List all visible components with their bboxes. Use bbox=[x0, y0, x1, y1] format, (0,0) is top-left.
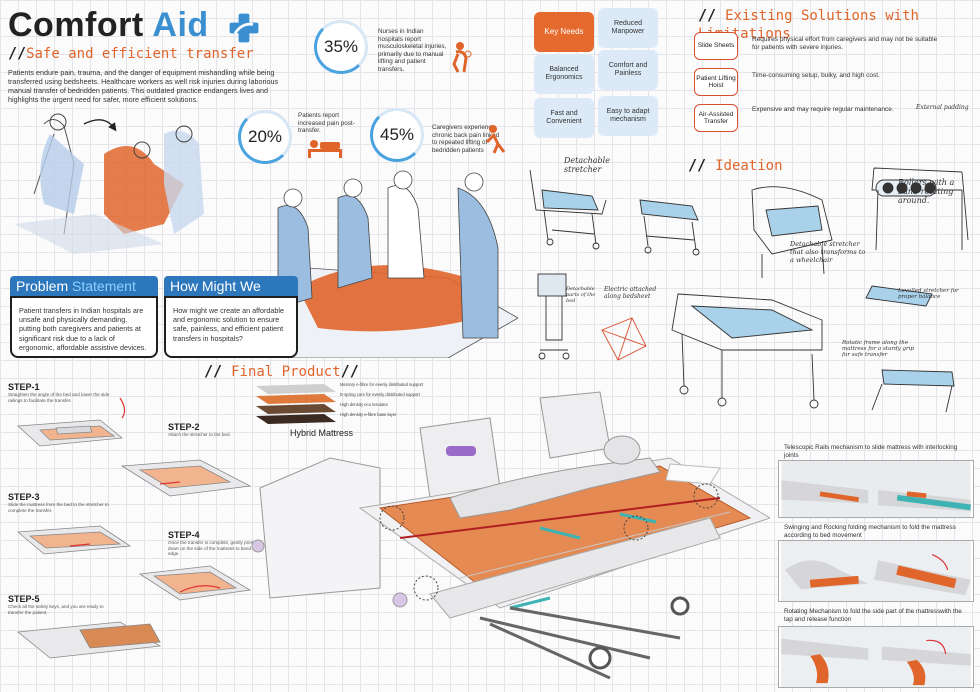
step-1-text: Straighten the angle of the bed and lowe… bbox=[8, 392, 110, 403]
problem-title-statement: Statement bbox=[72, 278, 136, 294]
final-prefix: // bbox=[204, 362, 223, 380]
ideation-prefix: // bbox=[688, 156, 707, 174]
subtitle-text: Safe and efficient transfer bbox=[26, 46, 254, 62]
hmw-text: How might we create an affordable and er… bbox=[164, 296, 298, 358]
final-suffix: // bbox=[340, 362, 359, 380]
ideation-title: Ideation bbox=[715, 158, 783, 174]
problem-text: Patient transfers in Indian hospitals ar… bbox=[10, 296, 158, 358]
final-product-heading: // Final Product// bbox=[204, 362, 359, 380]
need-reduced-manpower: Reduced Manpower bbox=[598, 8, 658, 48]
mattress-layer-shape bbox=[256, 384, 336, 394]
callout-rotating-mechanism: Rotating Mechanism to fold the side part… bbox=[784, 608, 962, 623]
stat-circle-35: 35% bbox=[314, 20, 368, 74]
stat-text-45: Caregivers experience chronic back pain … bbox=[432, 124, 500, 154]
stat-text-20: Patients report increased pain post-tran… bbox=[298, 112, 355, 134]
ideation-note-wheelchair: Detachable stretcher that also transform… bbox=[790, 240, 866, 264]
mattress-layer-shape bbox=[256, 394, 336, 404]
hybrid-mattress-label: Hybrid Mattress bbox=[290, 428, 354, 438]
step-1-label: STEP-1 bbox=[8, 382, 40, 392]
back-pain-nurse-icon bbox=[452, 42, 472, 73]
mattress-layer-4: High density e-fibre base layer bbox=[340, 412, 397, 417]
mattress-layer-shape bbox=[256, 414, 336, 424]
solution-slide-sheets: Slide Sheets bbox=[694, 32, 738, 60]
step-5-label: STEP-5 bbox=[8, 594, 40, 604]
mattress-layers-graphic bbox=[256, 384, 336, 424]
problem-title: Problem bbox=[16, 278, 69, 294]
comfort-aid-product-render bbox=[251, 391, 770, 680]
ideation-sketches bbox=[529, 167, 969, 413]
ideation-note-electric: Electric attached along bedsheet bbox=[604, 286, 657, 300]
medical-cross-logo-icon bbox=[229, 13, 259, 43]
caregiver-back-pain-icon bbox=[485, 125, 506, 154]
nurses-transfer-sketch bbox=[14, 113, 204, 254]
subtitle: //Safe and efficient transfer bbox=[8, 44, 254, 62]
ideation-note-levelled-stretcher: Levelled stretcher for proper balance bbox=[898, 288, 959, 300]
step-3-label: STEP-3 bbox=[8, 492, 40, 502]
stat-text-35: Nurses in Indian hospitals report muscul… bbox=[378, 28, 447, 73]
step-2-label: STEP-2 bbox=[168, 422, 200, 432]
swinging-rocking-detail bbox=[778, 540, 974, 602]
ideation-note-rollers: Rollers with a band rotating around. bbox=[898, 178, 955, 205]
solution-air-assisted-text: Expensive and may require regular mainte… bbox=[752, 106, 894, 113]
ideation-note-detachable-stretcher: Detachable stretcher bbox=[564, 156, 610, 174]
problem-statement-card: Problem Statement Patient transfers in I… bbox=[10, 276, 158, 358]
step-4-text: Once the transfer is complete, gently pr… bbox=[168, 540, 257, 557]
existing-solutions-heading: // Existing Solutions with Limitations bbox=[698, 6, 980, 42]
step-2-text: Attach the stretcher to the bed. bbox=[168, 432, 231, 437]
solution-lifting-hoist: Patient Lifting Hoist bbox=[694, 68, 738, 96]
key-needs-title: Key Needs bbox=[534, 12, 594, 52]
title-aid: Aid bbox=[152, 6, 209, 44]
step-illustrations bbox=[16, 397, 252, 659]
need-balanced-ergonomics: Balanced Ergonomics bbox=[534, 54, 594, 94]
final-title: Final Product bbox=[231, 364, 341, 380]
title-comfort: Comfort bbox=[8, 6, 144, 44]
need-comfort-painless: Comfort and Painless bbox=[598, 50, 658, 90]
ideation-note-rotatic-frame: Rotatic frame along the mattress for a s… bbox=[842, 340, 914, 358]
existing-prefix: // bbox=[698, 6, 717, 24]
need-fast-convenient: Fast and Convenient bbox=[534, 98, 594, 138]
callout-swinging-rocking: Swinging and Rocking folding mechanism t… bbox=[784, 524, 956, 539]
ideation-note-external-padding: External padding bbox=[916, 104, 969, 111]
need-easy-adapt: Easy to adapt mechanism bbox=[598, 96, 658, 136]
mattress-layer-3: High density eco insulator bbox=[340, 402, 388, 407]
subtitle-prefix: // bbox=[8, 44, 27, 62]
app-title: Comfort Aid bbox=[8, 6, 209, 45]
step-3-text: Slide the mattress from the bed to the s… bbox=[8, 502, 109, 513]
caregivers-bedsheet-sketch bbox=[248, 170, 518, 358]
stat-circle-45: 45% bbox=[370, 108, 424, 162]
mattress-layer-shape bbox=[256, 404, 336, 414]
step-5-text: Check all the safety keys, and you are r… bbox=[8, 604, 104, 615]
rotating-mechanism-detail bbox=[778, 626, 974, 688]
intro-paragraph: Patients endure pain, trauma, and the da… bbox=[8, 68, 279, 104]
how-might-we-card: How Might We How might we create an affo… bbox=[164, 276, 298, 358]
existing-title: Existing Solutions with Limitations bbox=[698, 8, 919, 42]
solution-lifting-hoist-text: Time-consuming setup, bulky, and high co… bbox=[752, 72, 880, 79]
mattress-layer-2: E-spring core for evenly distributed sup… bbox=[340, 392, 420, 397]
hmw-heading: How Might We bbox=[164, 276, 298, 296]
solution-air-assisted: Air-Assisted Transfer bbox=[694, 104, 738, 132]
step-4-label: STEP-4 bbox=[168, 530, 200, 540]
callout-telescopic-rails: Telescopic Rails mechanism to slide matt… bbox=[784, 444, 958, 459]
patient-bed-icon bbox=[308, 140, 342, 158]
stat-circle-20: 20% bbox=[238, 110, 292, 164]
ideation-heading: // Ideation bbox=[688, 156, 783, 174]
mattress-layer-1: Memory e-fibre for evenly distributed su… bbox=[340, 382, 424, 387]
problem-heading: Problem Statement bbox=[10, 276, 158, 296]
ideation-note-detachable-parts: Detachable parts of the bed bbox=[566, 286, 596, 304]
telescopic-rails-detail bbox=[778, 460, 974, 518]
solution-slide-sheets-text: Requires physical effort from caregivers… bbox=[752, 36, 938, 51]
